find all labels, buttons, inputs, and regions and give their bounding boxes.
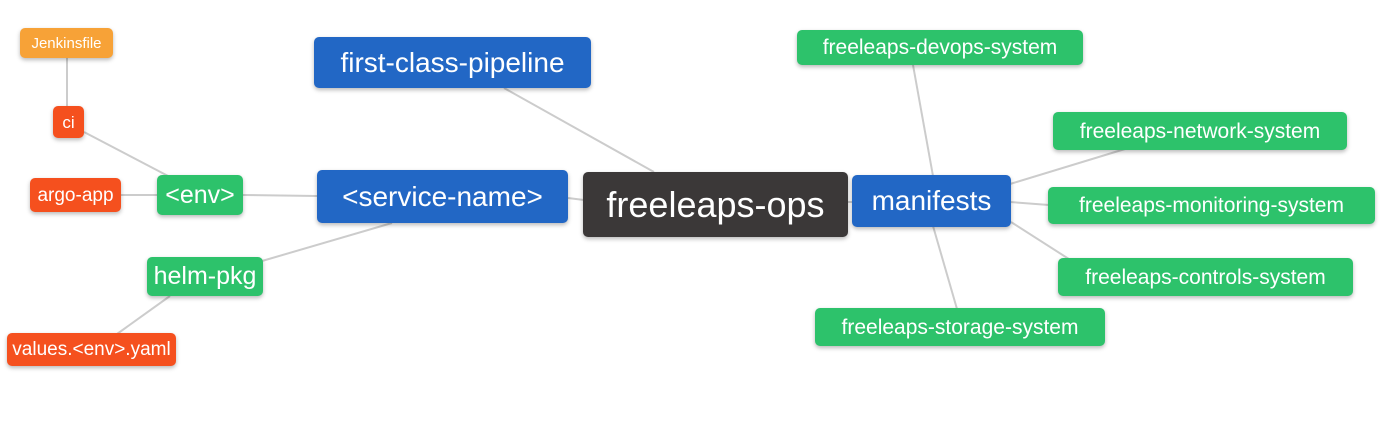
node-helm-pkg[interactable]: helm-pkg — [147, 257, 263, 296]
edge-service-name-ops — [567, 197, 585, 201]
edge-env-service-name — [242, 194, 318, 197]
node-manifests[interactable]: manifests — [852, 175, 1011, 227]
node-first-class-pipeline[interactable]: first-class-pipeline — [314, 37, 591, 88]
edge-ci-env — [83, 131, 171, 178]
node-env[interactable]: <env> — [157, 175, 243, 215]
node-freeleaps-devops-system[interactable]: freeleaps-devops-system — [797, 30, 1083, 65]
edge-manifests-monitoring — [1009, 201, 1050, 206]
edge-service-name-helm-pkg — [261, 222, 393, 262]
edge-manifests-network — [1009, 148, 1126, 185]
node-service-name[interactable]: <service-name> — [317, 170, 568, 223]
node-freeleaps-ops[interactable]: freeleaps-ops — [583, 172, 848, 237]
edge-helm-pkg-values — [116, 295, 171, 335]
edge-manifests-controls — [1010, 221, 1073, 262]
node-freeleaps-storage-system[interactable]: freeleaps-storage-system — [815, 308, 1105, 346]
node-jenkinsfile[interactable]: Jenkinsfile — [20, 28, 113, 58]
edge-manifests-devops — [912, 64, 934, 177]
node-ci[interactable]: ci — [53, 106, 84, 138]
node-freeleaps-network-system[interactable]: freeleaps-network-system — [1053, 112, 1347, 150]
edge-manifests-storage — [932, 225, 958, 310]
node-freeleaps-monitoring-system[interactable]: freeleaps-monitoring-system — [1048, 187, 1375, 224]
node-values-env-yaml[interactable]: values.<env>.yaml — [7, 333, 176, 366]
node-freeleaps-controls-system[interactable]: freeleaps-controls-system — [1058, 258, 1353, 296]
edge-pipeline-ops — [503, 87, 655, 173]
node-argo-app[interactable]: argo-app — [30, 178, 121, 212]
